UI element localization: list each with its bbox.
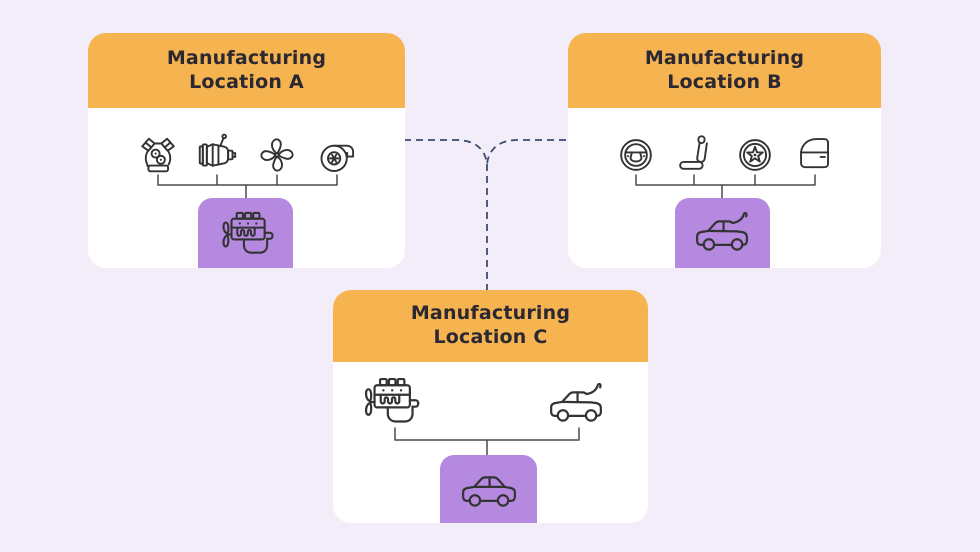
card-location-a: Manufacturing Location A <box>88 33 405 268</box>
v-engine-icon <box>134 131 182 179</box>
card-title-b: Manufacturing Location B <box>645 47 804 94</box>
card-title-b-line2: Location B <box>667 70 782 93</box>
fan-icon <box>253 131 301 179</box>
assembled-engine-icon <box>359 373 421 427</box>
tree-connector-a <box>157 174 338 200</box>
transmission-icon <box>193 131 241 179</box>
card-header-c: Manufacturing Location C <box>333 290 648 362</box>
assembled-engine-icon <box>217 208 275 258</box>
result-box-b <box>675 198 770 268</box>
card-title-a-line2: Location A <box>189 70 304 93</box>
connector-branch-right <box>486 139 566 165</box>
card-location-c: Manufacturing Location C <box>333 290 648 523</box>
steering-wheel-icon <box>612 131 660 179</box>
tree-connector-b <box>635 174 816 200</box>
card-title-c-line1: Manufacturing <box>410 302 571 325</box>
card-title-c-line2: Location C <box>433 326 548 348</box>
card-location-b: Manufacturing Location B <box>568 33 881 268</box>
card-title-a-line1: Manufacturing <box>166 46 327 69</box>
alloy-wheel-icon <box>731 131 779 179</box>
car-seat-icon <box>670 131 718 179</box>
car-body-open-hood-icon <box>546 382 608 426</box>
card-title-b-line1: Manufacturing <box>644 46 805 69</box>
card-header-b: Manufacturing Location B <box>568 33 881 108</box>
tree-connector-c <box>394 427 580 457</box>
result-box-c <box>440 455 537 523</box>
card-title-c: Manufacturing Location C <box>411 302 570 349</box>
car-body-open-hood-icon <box>692 211 754 255</box>
card-title-a: Manufacturing Location A <box>167 47 326 94</box>
finished-car-icon <box>458 467 520 511</box>
result-box-a <box>198 198 293 268</box>
turbocharger-icon <box>313 131 361 179</box>
card-header-a: Manufacturing Location A <box>88 33 405 108</box>
car-door-icon <box>791 131 839 179</box>
connector-branch-left <box>404 139 488 165</box>
